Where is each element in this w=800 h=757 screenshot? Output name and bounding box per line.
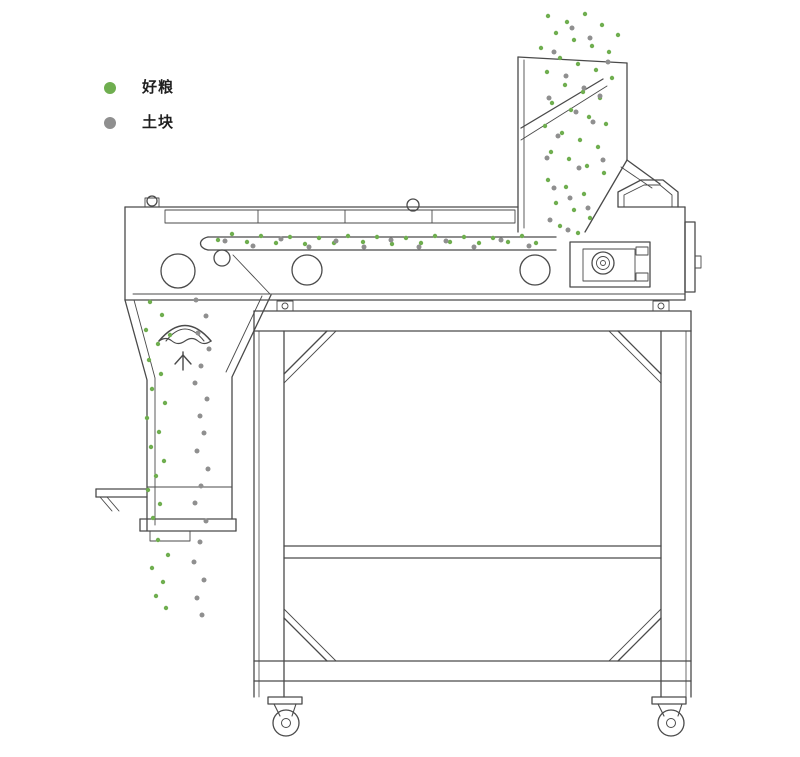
feed-hopper [517, 56, 661, 233]
legend-item-soil-clod: 土块 [104, 115, 174, 130]
soil-clod-label: 土块 [142, 114, 175, 131]
conveyor-belt [160, 236, 557, 289]
support-frame [253, 300, 692, 698]
legend: 好粮 土块 [104, 80, 174, 130]
top-right-housing [617, 179, 679, 208]
soil-clod-swatch [104, 116, 116, 129]
machine-body [124, 195, 686, 301]
discharge-chute [95, 294, 272, 542]
particle-layer [143, 11, 621, 618]
legend-item-good-grain: 好粮 [104, 80, 174, 95]
caster-right [651, 696, 687, 737]
good-grain-particles [143, 11, 621, 611]
good-grain-swatch [104, 81, 116, 94]
good-grain-label: 好粮 [142, 79, 175, 96]
right-end-cap [684, 221, 702, 293]
soil-clod-particles [191, 25, 611, 618]
drive-unit [569, 241, 651, 288]
caster-left [267, 696, 303, 737]
